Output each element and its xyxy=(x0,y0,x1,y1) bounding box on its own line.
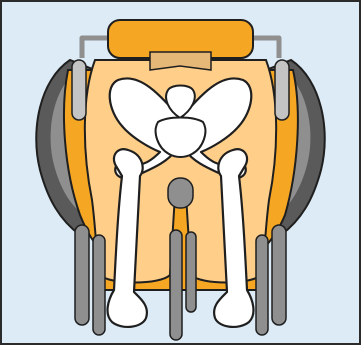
center-left-wheel xyxy=(170,230,182,340)
right-outer-wheel xyxy=(272,225,286,325)
left-inner-wheel xyxy=(93,235,105,335)
hip-shadow xyxy=(168,178,193,208)
center-right-wheel xyxy=(186,232,196,312)
left-side-post xyxy=(72,60,86,120)
left-outer-wheel xyxy=(75,225,89,325)
right-side-post xyxy=(275,60,289,120)
right-inner-wheel xyxy=(256,235,268,335)
